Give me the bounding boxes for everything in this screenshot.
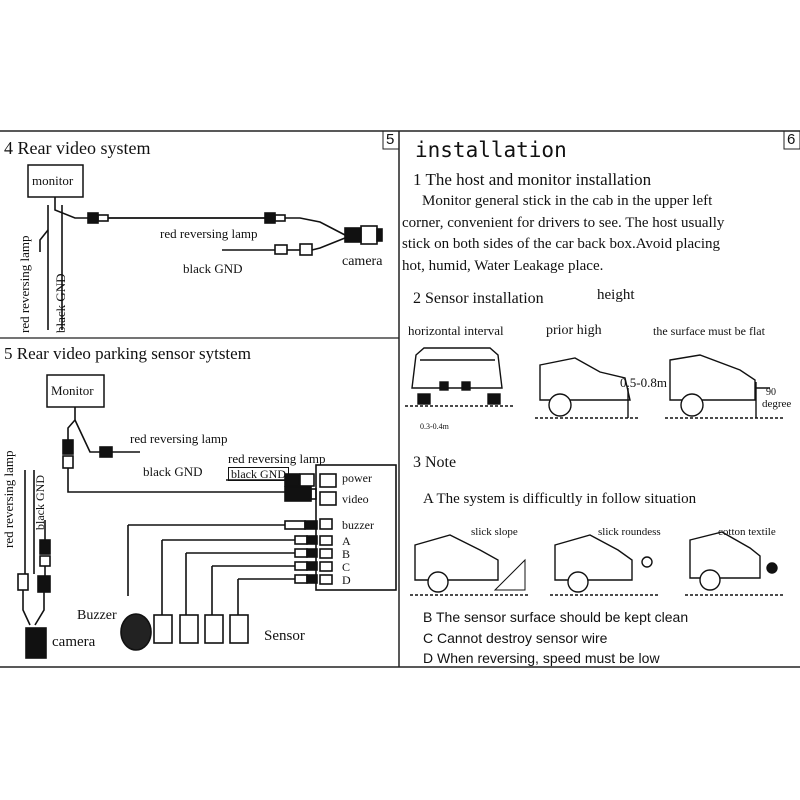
s2-height: height: [597, 287, 635, 303]
port-a: A: [342, 534, 351, 548]
black-gnd-label-s5b: black GND: [228, 467, 289, 481]
sensor-a: [153, 614, 173, 644]
vertical-black-label-s4: black GND: [53, 273, 68, 333]
black-gnd-label-s5a: black GND: [143, 464, 203, 479]
port-c: C: [342, 560, 351, 574]
s2-title: 2 Sensor installation: [413, 290, 544, 307]
note-d: D When reversing, speed must be low: [423, 650, 660, 666]
red-reversing-lamp-label-s5a: red reversing lamp: [130, 431, 228, 446]
s1-line-2: corner, convenient for drivers to see. T…: [402, 215, 725, 231]
note-c: C Cannot destroy sensor wire: [423, 630, 608, 646]
page-number-box-left: [382, 130, 400, 150]
camera-label-s5: camera: [52, 634, 96, 650]
buzzer-label: Buzzer: [77, 608, 117, 623]
sensor-d: [229, 614, 249, 644]
sensor-c: [204, 614, 224, 644]
car-sketches: [405, 347, 785, 596]
s1-line-4: hot, humid, Water Leakage place.: [402, 258, 604, 274]
monitor-label-s5: Monitor: [51, 383, 94, 398]
section5-title: 5 Rear video parking sensor sytstem: [4, 344, 251, 363]
page-number-left: 5: [386, 131, 395, 148]
page-number-box-right: [783, 130, 800, 150]
sensor-b: [179, 614, 199, 644]
camera-device: [25, 627, 47, 659]
section5-wiring: [17, 374, 397, 659]
s1-line-1: Monitor general stick in the cab in the …: [422, 193, 713, 209]
note-a-caption-textile: cotton textile: [718, 526, 776, 538]
port-buzzer: buzzer: [342, 518, 374, 532]
sensor-label: Sensor: [264, 628, 305, 644]
note-a: A The system is difficultly in follow si…: [423, 491, 697, 507]
page-number-right: 6: [787, 131, 796, 148]
vertical-red-label-s5: red reversing lamp: [1, 450, 16, 548]
red-reversing-lamp-label-s4: red reversing lamp: [160, 226, 258, 241]
note-b: B The sensor surface should be kept clea…: [423, 609, 689, 625]
note-a-caption-slope: slick slope: [471, 526, 518, 538]
s1-title: 1 The host and monitor installation: [413, 170, 652, 189]
port-power: power: [342, 471, 372, 485]
s3-title: 3 Note: [413, 454, 457, 471]
section4-title: 4 Rear video system: [4, 138, 151, 158]
s2-caption-prior-high: prior high: [546, 323, 602, 338]
port-b: B: [342, 547, 351, 561]
vertical-black-label-s5: black GND: [33, 475, 47, 530]
port-d: D: [342, 573, 351, 587]
s2-height-range: 0.5-0.8m: [620, 375, 667, 390]
port-video: video: [342, 492, 369, 506]
s2-interval-value: 0.3-0.4m: [420, 422, 449, 431]
installation-heading: installation: [415, 138, 567, 162]
note-a-caption-roundess: slick roundess: [598, 526, 661, 538]
s2-degree-value: 90: [766, 387, 776, 398]
vertical-red-label-s4: red reversing lamp: [17, 235, 32, 333]
s1-line-3: stick on both sides of the car back box.…: [402, 236, 720, 252]
s2-caption-horizontal: horizontal interval: [408, 323, 504, 338]
red-reversing-lamp-label-s5b: red reversing lamp: [228, 451, 326, 466]
s2-degree-unit: degree: [762, 398, 792, 410]
section4-wiring: [27, 164, 383, 330]
buzzer-device: [120, 613, 152, 651]
black-gnd-label-s4: black GND: [183, 261, 243, 276]
camera-label-s4: camera: [342, 254, 383, 269]
monitor-label-s4: monitor: [32, 173, 74, 188]
s2-caption-flat: the surface must be flat: [653, 324, 765, 338]
